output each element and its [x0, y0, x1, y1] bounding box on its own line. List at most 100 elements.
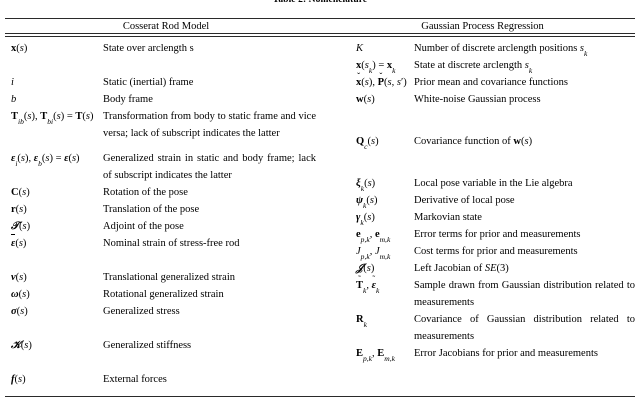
description-cell: Adjoint of the pose — [103, 221, 184, 232]
table-row: f(s) External forces — [0, 371, 328, 388]
symbol-cell: Jp,k, Jm,k — [356, 246, 391, 261]
row-spacer — [0, 142, 328, 150]
table-row: ψk(s) Derivative of local pose — [330, 192, 640, 209]
row-spacer — [0, 57, 328, 74]
row-spacer — [0, 354, 328, 371]
symbol-cell: Rk — [356, 314, 367, 329]
symbol-cell: σ(s) — [11, 306, 28, 317]
symbol-cell: w(s) — [356, 94, 375, 105]
symbol-cell: ν(s) — [11, 272, 27, 283]
symbol-cell: b — [11, 94, 17, 105]
table-row: ν(s) Translational generalized strain — [0, 269, 328, 286]
group-header-gaussian-process-regression: Gaussian Process Regression — [421, 21, 544, 32]
table-row: ˜Tk, ˜εk Sample drawn from Gaussian dist… — [330, 273, 640, 311]
symbol-cell: f(s) — [11, 374, 26, 385]
table-row: K Number of discrete arclength positions… — [330, 40, 640, 57]
symbol-cell: ω(s) — [11, 289, 30, 300]
symbol-cell: K — [356, 43, 364, 54]
symbol-cell: r(s) — [11, 204, 27, 215]
table-row: Tib(s), Tbi(s) = T(s) Transformation fro… — [0, 108, 328, 142]
description-cell: Translation of the pose — [103, 204, 200, 215]
table-caption: Table 2: Nomenclature — [272, 0, 368, 5]
table-row: Jp,k, Jm,k Cost terms for prior and meas… — [330, 243, 640, 260]
table-row: γk(s) Markovian state — [330, 209, 640, 226]
table-row: w(s) White-noise Gaussian process — [330, 91, 640, 108]
description-cell: Number of discrete arclength positions s… — [414, 43, 588, 58]
symbol-cell: ˜Tk, ˜εk — [356, 273, 380, 295]
table-row: 𝒥(s) Left Jacobian of SE(3) — [330, 260, 640, 277]
symbol-cell: x(sk) = xk — [356, 60, 396, 75]
description-cell: Rotation of the pose — [103, 187, 188, 198]
description-cell: Prior mean and covariance functions — [414, 77, 568, 88]
description-cell: Generalized stress — [103, 306, 180, 317]
table-row: Qc(s) Covariance function of w(s) — [330, 133, 640, 150]
description-cell: Rotational generalized strain — [103, 289, 224, 300]
description-cell: Covariance function of w(s) — [414, 136, 533, 147]
row-spacer — [330, 150, 640, 175]
table-top-rule — [5, 18, 635, 20]
description-cell: State at discrete arclength sk — [414, 60, 533, 75]
table-row: r(s) Translation of the pose — [0, 201, 328, 218]
description-cell: White-noise Gaussian process — [414, 94, 541, 105]
symbol-cell: x(s) — [11, 43, 28, 54]
description-cell: Error terms for prior and measurements — [414, 229, 581, 240]
table-bottom-rule — [5, 396, 635, 398]
table-row: εi(s), εb(s) = ε(s) Generalized strain i… — [0, 150, 328, 184]
table-row: i Static (inertial) frame — [0, 74, 328, 91]
description-cell: Translational generalized strain — [103, 272, 235, 283]
symbol-cell: Tib(s), Tbi(s) = T(s) — [11, 111, 94, 126]
description-cell: External forces — [103, 374, 167, 385]
table-row: ω(s) Rotational generalized strain — [0, 286, 328, 303]
description-cell: Derivative of local pose — [414, 195, 515, 206]
description-cell: Local pose variable in the Lie algebra — [414, 178, 573, 189]
description-cell: Generalized stiffness — [103, 340, 192, 351]
row-spacer — [330, 108, 640, 133]
symbol-cell: ξk(s) — [356, 178, 376, 193]
description-cell: Cost terms for prior and measurements — [414, 246, 578, 257]
row-spacer — [0, 320, 328, 337]
description-cell: Generalized strain in static and body fr… — [103, 153, 316, 181]
table-row: b Body frame — [0, 91, 328, 108]
description-cell: Transformation from body to static frame… — [103, 111, 316, 139]
group-header-cosserat-rod-model: Cosserat Rod Model — [122, 21, 210, 32]
description-cell: Covariance of Gaussian distribution rela… — [414, 314, 635, 342]
table-row: σ(s) Generalized stress — [0, 303, 328, 320]
symbol-cell: ψk(s) — [356, 195, 378, 210]
description-cell: Static (inertial) frame — [103, 77, 194, 88]
table-row: ε(s) Nominal strain of stress-free rod — [0, 233, 328, 252]
description-cell: Body frame — [103, 94, 153, 105]
table-row: 𝒯(s) Adjoint of the pose — [0, 218, 328, 235]
description-cell: Markovian state — [414, 212, 482, 223]
table-row: C(s) Rotation of the pose — [0, 184, 328, 201]
symbol-cell: εi(s), εb(s) = ε(s) — [11, 153, 80, 168]
symbol-cell: Qc(s) — [356, 136, 379, 151]
description-cell: Error Jacobians for prior and measuremen… — [414, 348, 598, 359]
table-row: ξk(s) Local pose variable in the Lie alg… — [330, 175, 640, 192]
table-row: Rk Covariance of Gaussian distribution r… — [330, 311, 640, 345]
symbol-cell: C(s) — [11, 187, 30, 198]
description-cell: Left Jacobian of SE(3) — [414, 263, 509, 274]
symbol-cell: γk(s) — [356, 212, 375, 227]
table-row: x(s) State over arclength s — [0, 40, 328, 57]
symbol-cell: 𝒥(s) — [356, 263, 375, 274]
table-row: Ep,k, Em,k Error Jacobians for prior and… — [330, 345, 640, 362]
row-spacer — [0, 252, 328, 269]
symbol-cell: 𝒦(s) — [11, 340, 32, 351]
description-cell: Sample drawn from Gaussian distribution … — [414, 280, 635, 308]
table-row: ep,k, em,k Error terms for prior and mea… — [330, 226, 640, 243]
description-cell: State over arclength s — [103, 43, 194, 54]
symbol-cell: 𝒯(s) — [11, 221, 31, 232]
table-row: 𝒦(s) Generalized stiffness — [0, 337, 328, 354]
symbol-cell: Ep,k, Em,k — [356, 348, 395, 363]
symbol-cell: ep,k, em,k — [356, 229, 391, 244]
description-cell: Nominal strain of stress-free rod — [103, 238, 240, 249]
symbol-cell: i — [11, 77, 14, 88]
right-column: K Number of discrete arclength positions… — [330, 40, 640, 362]
symbol-cell: ε(s) — [0, 233, 103, 252]
table-header-rule-lower — [5, 35, 635, 37]
left-column: x(s) State over arclength s i Static (in… — [0, 40, 328, 388]
table-row: x(sk) = xk State at discrete arclength s… — [330, 57, 640, 74]
